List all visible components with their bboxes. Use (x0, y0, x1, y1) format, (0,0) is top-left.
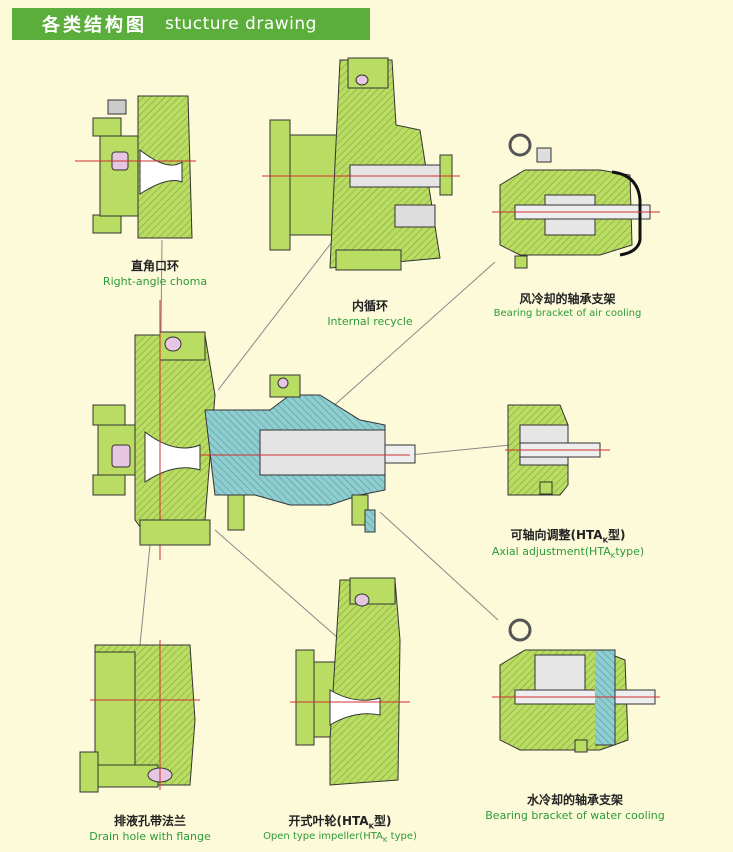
label-air-cooling-cn: 风冷却的轴承支架 (519, 292, 616, 306)
leader-water-cooling (379, 511, 499, 621)
leader-internal-recycle (217, 237, 336, 391)
label-water-cooling-en: Bearing bracket of water cooling (485, 809, 665, 822)
figure-open-impeller (290, 577, 410, 786)
label-axial-cn: 可轴向调整(HTAK型) (510, 528, 626, 545)
label-drain: 排液孔带法兰 Drain hole with flange (80, 812, 220, 843)
figure-air-cooling (492, 133, 660, 269)
label-open-impeller-en: Open type impeller(HTAK type) (263, 831, 417, 845)
label-drain-cn: 排液孔带法兰 (113, 814, 186, 828)
label-axial: 可轴向调整(HTAK型) Axial adjustment(HTAKtype) (478, 526, 658, 561)
figure-right-angle (75, 95, 196, 239)
label-axial-en: Axial adjustment(HTAKtype) (491, 545, 645, 561)
figure-axial (505, 404, 610, 496)
header-title-cn: 各类结构图 (42, 15, 147, 36)
label-internal-recycle: 内循环 Internal recycle (310, 297, 430, 328)
label-internal-recycle-en: Internal recycle (327, 315, 413, 328)
label-drain-en: Drain hole with flange (89, 830, 211, 843)
leader-drain (139, 544, 151, 646)
leader-air-cooling (319, 261, 496, 419)
label-internal-recycle-cn: 内循环 (351, 299, 388, 313)
figure-internal-recycle (262, 57, 460, 271)
label-right-angle-cn: 直角口环 (130, 259, 179, 273)
label-open-impeller-cn: 开式叶轮(HTAK型) (288, 814, 392, 831)
header-title-en: stucture drawing (165, 14, 317, 34)
leader-lines (139, 237, 511, 646)
section-header: 各类结构图 stucture drawing (12, 8, 370, 40)
label-air-cooling-en: Bearing bracket of air cooling (493, 308, 642, 319)
label-air-cooling: 风冷却的轴承支架 Bearing bracket of air cooling (480, 290, 655, 319)
label-open-impeller: 开式叶轮(HTAK型) Open type impeller(HTAK type… (255, 812, 425, 844)
figure-main-pump (92, 300, 416, 560)
figure-drain (79, 640, 200, 793)
label-water-cooling-cn: 水冷却的轴承支架 (526, 793, 623, 807)
leader-open-impeller (214, 529, 339, 639)
label-right-angle-en: Right-angle choma (102, 275, 208, 288)
figure-water-cooling (492, 618, 660, 753)
label-right-angle: 直角口环 Right-angle choma (90, 257, 220, 288)
leader-axial (409, 444, 511, 456)
label-water-cooling: 水冷却的轴承支架 Bearing bracket of water coolin… (475, 791, 675, 822)
